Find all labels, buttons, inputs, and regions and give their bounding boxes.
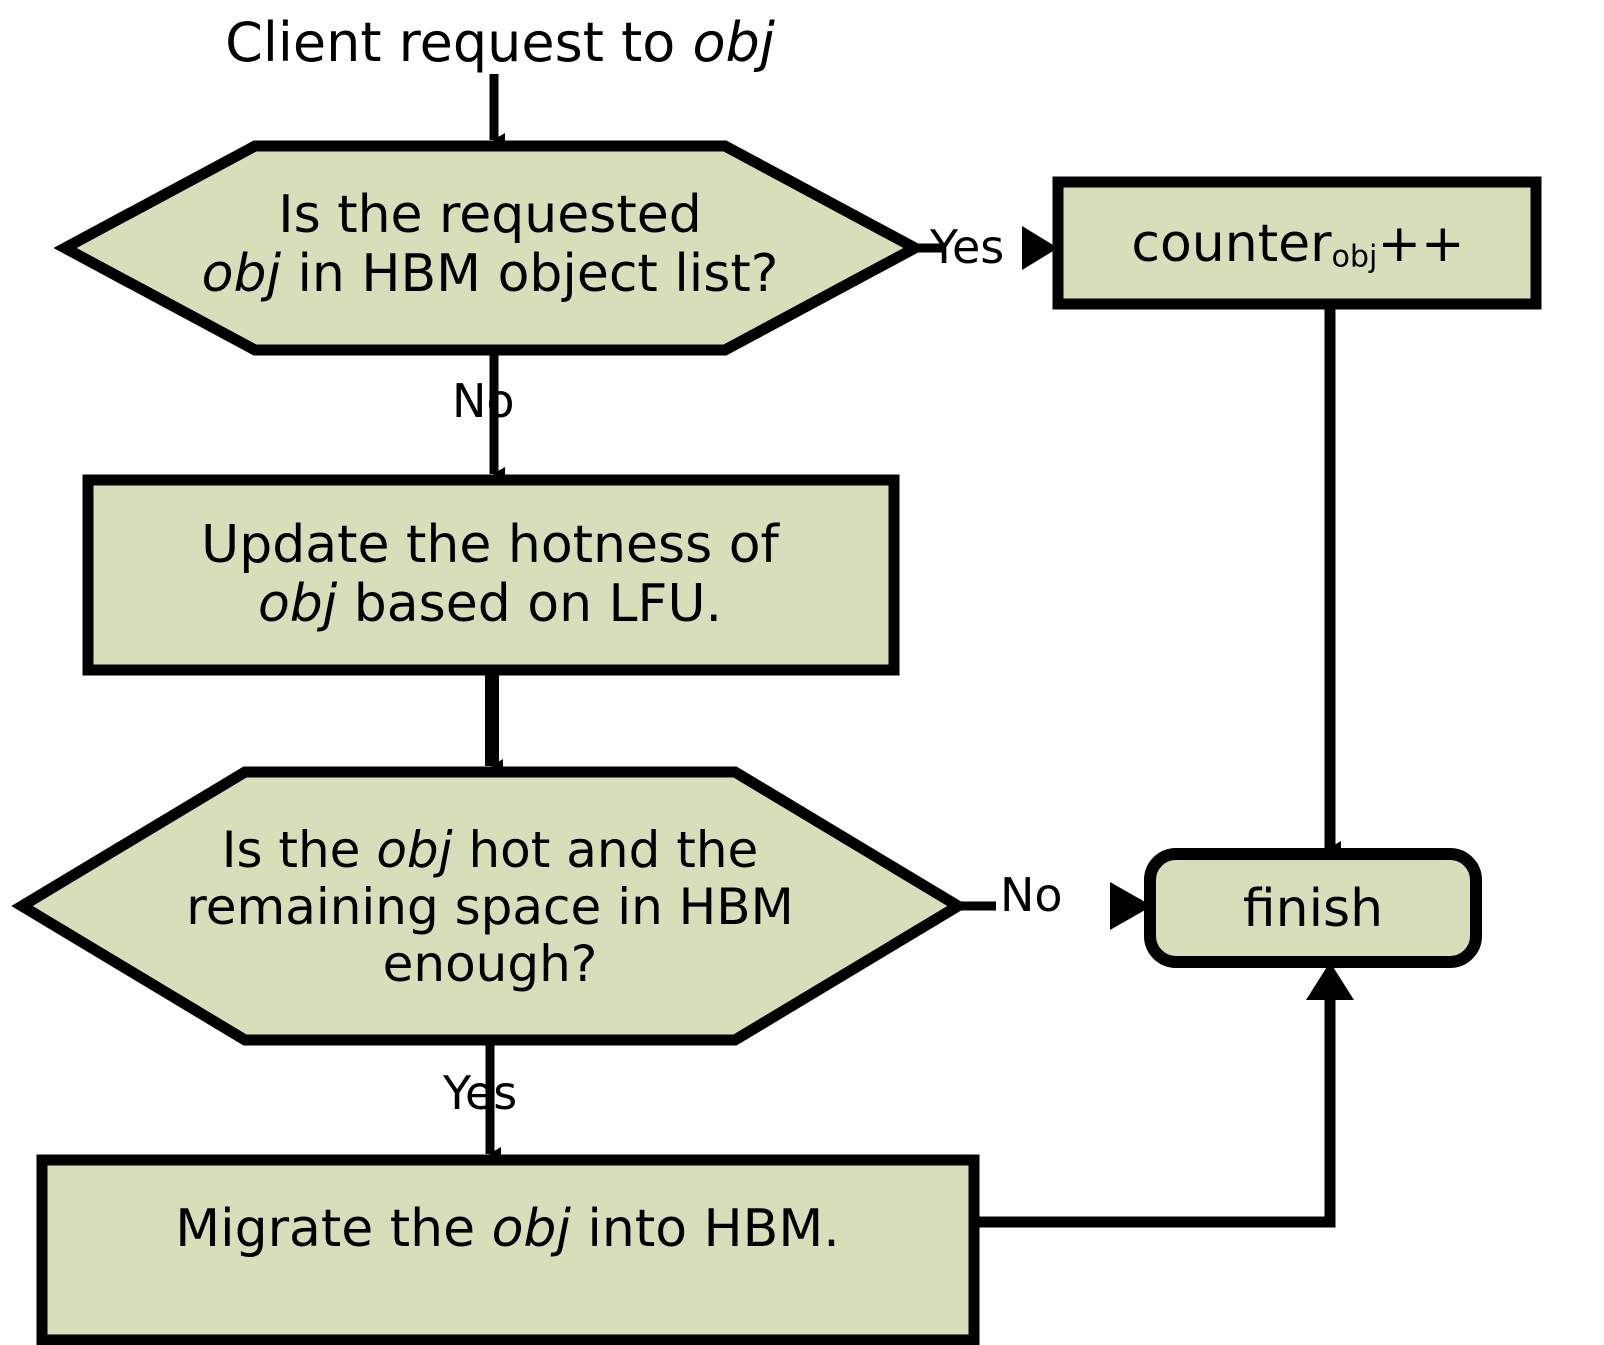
process-node-update-hotness (82, 474, 900, 676)
arrow-migrate-to-finish (974, 1000, 1336, 1228)
arrowhead-decision2-no (1110, 882, 1152, 930)
decision-node-hbm-object-list (53, 140, 927, 356)
decision-node-obj-hot-space-enough (11, 766, 969, 1046)
edge-label-decision2-no: No (1000, 868, 1063, 922)
edge-label-decision2-yes: Yes (443, 1066, 518, 1120)
edge-label-decision1-yes: Yes (930, 220, 1005, 274)
arrowhead-migrate-to-finish (1306, 962, 1354, 1000)
arrowhead-decision1-yes (1022, 226, 1058, 270)
edge-label-decision1-no: No (452, 374, 515, 428)
process-node-counter-increment (1052, 176, 1542, 310)
process-node-migrate-obj (36, 1154, 980, 1345)
terminal-node-finish (1144, 848, 1482, 968)
